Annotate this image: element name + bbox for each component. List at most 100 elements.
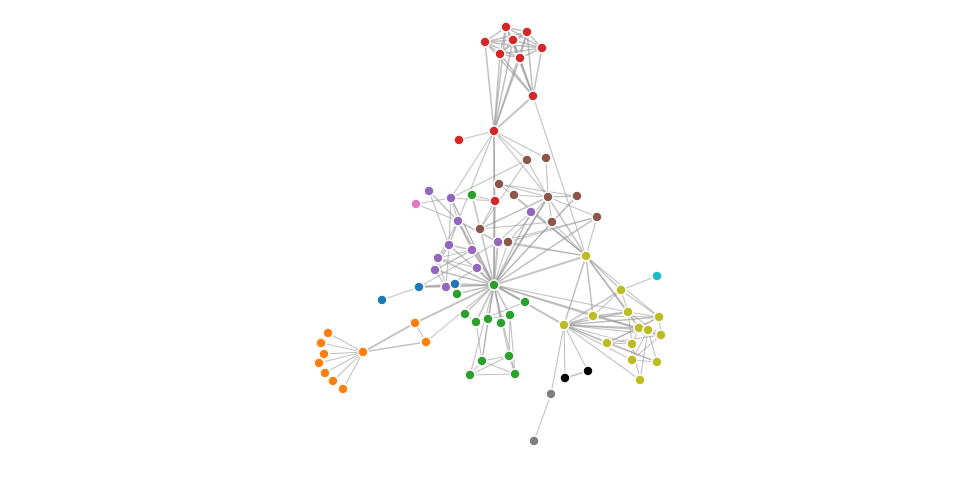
- link-y1-k2: [563, 324, 589, 372]
- node-gr2[interactable]: [528, 435, 540, 447]
- link-r9-r7: [493, 39, 514, 132]
- node-r5[interactable]: [494, 48, 506, 60]
- node-c1[interactable]: [651, 270, 663, 282]
- link-r9-r10: [458, 130, 495, 141]
- link-y4-y7: [627, 311, 662, 336]
- node-g5[interactable]: [482, 313, 494, 325]
- node-b10[interactable]: [591, 211, 603, 223]
- node-y8[interactable]: [601, 337, 613, 349]
- node-g2[interactable]: [451, 288, 463, 300]
- link-g0-y0: [493, 255, 587, 286]
- node-o1[interactable]: [409, 317, 421, 329]
- node-o6[interactable]: [313, 357, 325, 369]
- node-b8[interactable]: [546, 216, 558, 228]
- node-g1[interactable]: [466, 189, 478, 201]
- node-y3[interactable]: [615, 284, 627, 296]
- node-g4[interactable]: [470, 316, 482, 328]
- node-bl3[interactable]: [449, 278, 461, 290]
- node-y12[interactable]: [634, 374, 646, 386]
- node-p4[interactable]: [443, 239, 455, 251]
- link-b6-b10: [547, 196, 598, 218]
- node-p7[interactable]: [429, 264, 441, 276]
- node-b3[interactable]: [493, 178, 505, 190]
- node-y1[interactable]: [558, 319, 570, 331]
- node-r2[interactable]: [521, 26, 533, 38]
- link-bl1-bl2: [381, 286, 420, 301]
- node-o5[interactable]: [318, 348, 330, 360]
- link-gr1-gr2: [533, 393, 552, 442]
- node-o8[interactable]: [327, 375, 339, 387]
- link-p6-p10: [437, 257, 478, 269]
- node-gr1[interactable]: [545, 388, 557, 400]
- node-r8[interactable]: [527, 90, 539, 102]
- node-o0[interactable]: [357, 346, 369, 358]
- node-g3[interactable]: [459, 308, 471, 320]
- node-r3[interactable]: [479, 36, 491, 48]
- link-r9-b1: [493, 130, 528, 161]
- node-b2[interactable]: [540, 152, 552, 164]
- node-g7[interactable]: [519, 296, 531, 308]
- node-b5[interactable]: [474, 223, 486, 235]
- node-b1[interactable]: [521, 154, 533, 166]
- node-k2[interactable]: [582, 365, 594, 377]
- node-o7[interactable]: [319, 367, 331, 379]
- node-p6[interactable]: [432, 252, 444, 264]
- link-g6-g10: [508, 314, 511, 357]
- node-y0[interactable]: [580, 250, 592, 262]
- node-y13[interactable]: [642, 324, 654, 336]
- node-b9[interactable]: [502, 236, 514, 248]
- node-b7[interactable]: [571, 190, 583, 202]
- link-g0-g2: [456, 284, 495, 295]
- node-r9[interactable]: [488, 125, 500, 137]
- node-y5[interactable]: [653, 311, 665, 323]
- node-r1[interactable]: [500, 21, 512, 33]
- node-o2[interactable]: [420, 336, 432, 348]
- node-o4[interactable]: [315, 337, 327, 349]
- link-y7-y10: [631, 334, 662, 361]
- node-g9[interactable]: [476, 355, 488, 367]
- link-y12-y13: [639, 329, 649, 381]
- link-g0-b6: [493, 196, 549, 286]
- node-p11[interactable]: [525, 206, 537, 218]
- node-bl2[interactable]: [413, 281, 425, 293]
- node-g0[interactable]: [488, 279, 500, 291]
- node-r10[interactable]: [453, 134, 465, 146]
- node-y2[interactable]: [587, 310, 599, 322]
- node-g10[interactable]: [503, 350, 515, 362]
- link-r2-r3: [484, 31, 528, 43]
- node-pk1[interactable]: [410, 198, 422, 210]
- node-p10[interactable]: [471, 262, 483, 274]
- node-y7[interactable]: [655, 329, 667, 341]
- link-g0-g4: [475, 284, 495, 323]
- node-b4[interactable]: [508, 189, 520, 201]
- node-p5[interactable]: [466, 244, 478, 256]
- link-y0-y2: [585, 255, 594, 317]
- node-g8[interactable]: [495, 317, 507, 329]
- node-y11[interactable]: [651, 356, 663, 368]
- node-r4[interactable]: [536, 42, 548, 54]
- node-b6[interactable]: [542, 191, 554, 203]
- link-r8-r5: [499, 53, 534, 97]
- node-r7[interactable]: [507, 34, 519, 46]
- node-o3[interactable]: [322, 327, 334, 339]
- node-g12[interactable]: [509, 368, 521, 380]
- node-p3[interactable]: [452, 215, 464, 227]
- node-g11[interactable]: [464, 369, 476, 381]
- node-r11[interactable]: [489, 195, 501, 207]
- node-p9[interactable]: [492, 236, 504, 248]
- link-pk1-p3: [415, 203, 459, 222]
- node-y9[interactable]: [626, 338, 638, 350]
- node-y4[interactable]: [622, 306, 634, 318]
- link-g11-g12: [469, 373, 516, 376]
- node-p2[interactable]: [445, 192, 457, 204]
- link-p9-g0: [493, 241, 499, 286]
- node-y10[interactable]: [626, 354, 638, 366]
- link-y3-y5: [620, 289, 660, 318]
- node-g6[interactable]: [504, 309, 516, 321]
- node-r6[interactable]: [514, 52, 526, 64]
- node-o9[interactable]: [337, 383, 349, 395]
- node-k1[interactable]: [559, 372, 571, 384]
- node-bl1[interactable]: [376, 294, 388, 306]
- node-p1[interactable]: [423, 185, 435, 197]
